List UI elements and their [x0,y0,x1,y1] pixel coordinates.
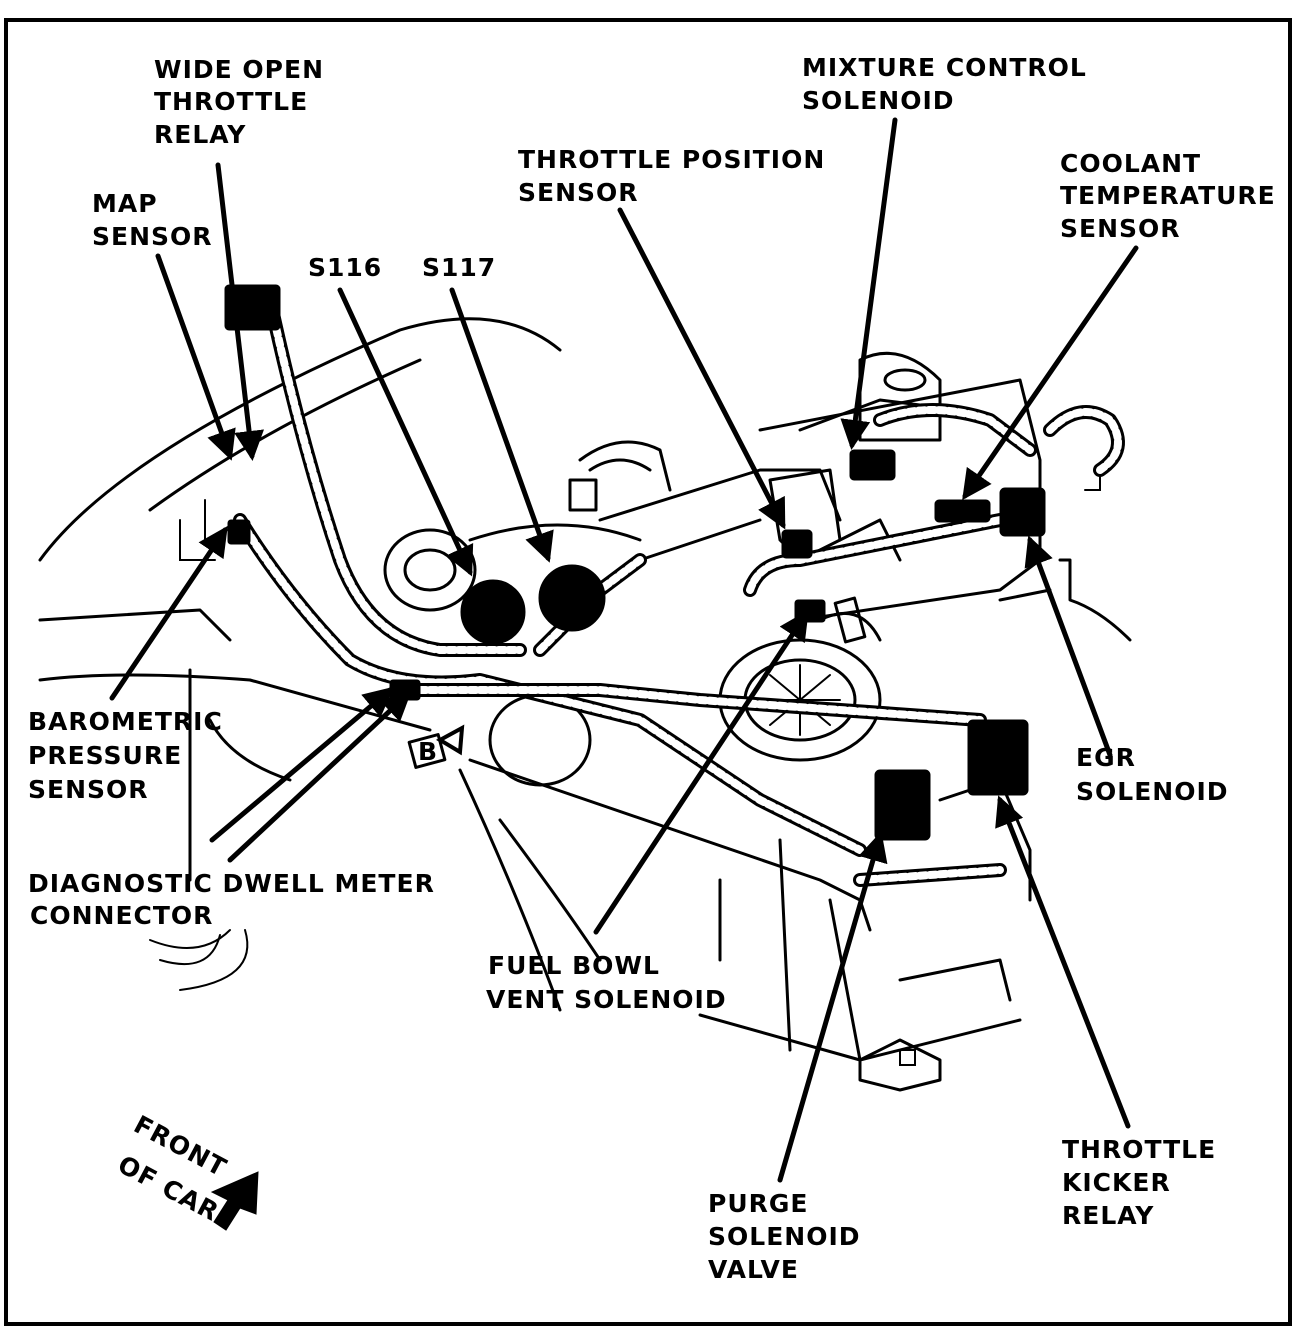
wiring-harness [233,293,1007,887]
svg-text:PRESSURE: PRESSURE [28,741,182,770]
leader-coolant-temperature [962,245,1139,501]
front-of-car-indicator: FRONT OF CAR [113,1110,259,1231]
svg-text:THROTTLE: THROTTLE [154,87,308,116]
leader-lines [109,117,1139,1183]
components: B [224,284,1046,841]
svg-text:COOLANT: COOLANT [1060,149,1201,178]
svg-text:THROTTLE POSITION: THROTTLE POSITION [518,145,825,174]
svg-text:MIXTURE CONTROL: MIXTURE CONTROL [802,53,1087,82]
splice-s116 [460,579,526,645]
svg-text:FUEL BOWL: FUEL BOWL [488,951,660,980]
svg-text:SENSOR: SENSOR [518,178,639,207]
label-purge-solenoid-valve: PURGE SOLENOID VALVE [708,1189,861,1284]
leader-purge-solenoid [777,831,888,1183]
svg-text:SOLENOID: SOLENOID [1076,777,1229,806]
svg-text:KICKER: KICKER [1062,1168,1171,1197]
leader-wot-relay [215,162,264,461]
label-map-sensor: MAP SENSOR [92,189,213,251]
fuel-bowl-vent-solenoid-part [794,599,826,623]
map-sensor-block [224,284,281,331]
label-barometric-pressure-sensor: BAROMETRIC PRESSURE SENSOR [28,707,223,804]
leader-egr [1024,535,1113,758]
leader-dwell-meter [209,686,394,843]
mixture-control-solenoid [849,449,896,481]
leader-s116 [337,287,474,577]
leader-s117 [449,287,554,563]
label-mixture-control-solenoid: MIXTURE CONTROL SOLENOID [802,53,1087,115]
leader-barometric [109,525,228,701]
svg-text:RELAY: RELAY [1062,1201,1154,1230]
label-s116: S116 [308,253,382,282]
leader-throttle-position [617,207,786,530]
svg-text:WIDE OPEN: WIDE OPEN [154,55,324,84]
barometric-sensor-part [227,519,251,545]
svg-text:MAP: MAP [92,189,158,218]
label-throttle-kicker-relay: THROTTLE KICKER RELAY [1062,1135,1216,1230]
leader-throttle-kicker [995,795,1131,1129]
throttle-kicker-relay-part [967,719,1029,796]
leader-map-sensor [155,253,236,461]
coolant-temperature-sensor [934,499,991,523]
svg-text:DIAGNOSTIC DWELL METER: DIAGNOSTIC DWELL METER [28,869,435,898]
egr-solenoid-part [999,487,1046,537]
splice-s117 [538,564,606,632]
leader-fuel-bowl-vent [593,609,809,935]
svg-text:RELAY: RELAY [154,120,246,149]
label-s117: S117 [422,253,496,282]
label-wide-open-throttle-relay: WIDE OPEN THROTTLE RELAY [154,55,324,149]
label-diagnostic-dwell-meter-connector: DIAGNOSTIC DWELL METER CONNECTOR [28,869,435,930]
callout-labels: WIDE OPEN THROTTLE RELAY MAP SENSOR S116… [28,53,1276,1284]
svg-text:VENT SOLENOID: VENT SOLENOID [486,985,727,1014]
label-fuel-bowl-vent-solenoid: FUEL BOWL VENT SOLENOID [486,951,727,1014]
panel-b-box [407,733,447,769]
svg-text:SOLENOID: SOLENOID [802,86,955,115]
panel-b-label: B [418,737,438,766]
svg-text:SENSOR: SENSOR [28,775,149,804]
svg-text:SENSOR: SENSOR [92,222,213,251]
svg-text:PURGE: PURGE [708,1189,808,1218]
panel-arrow [435,724,465,756]
svg-text:EGR: EGR [1076,743,1136,772]
svg-text:VALVE: VALVE [708,1255,799,1284]
label-throttle-position-sensor: THROTTLE POSITION SENSOR [518,145,825,207]
leader-mixture-control [840,117,898,450]
svg-text:CONNECTOR: CONNECTOR [30,901,213,930]
label-egr-solenoid: EGR SOLENOID [1076,743,1229,806]
page-border [4,18,1292,1326]
purge-solenoid-part [874,769,931,841]
label-coolant-temperature-sensor: COOLANT TEMPERATURE SENSOR [1060,149,1276,243]
svg-text:SOLENOID: SOLENOID [708,1222,861,1251]
svg-text:THROTTLE: THROTTLE [1062,1135,1216,1164]
leader-dwell-meter-2 [227,690,412,863]
svg-text:TEMPERATURE: TEMPERATURE [1060,181,1276,210]
throttle-position-sensor [781,529,813,559]
front-arrow-icon [210,1171,259,1231]
svg-text:BAROMETRIC: BAROMETRIC [28,707,223,736]
svg-text:SENSOR: SENSOR [1060,214,1181,243]
